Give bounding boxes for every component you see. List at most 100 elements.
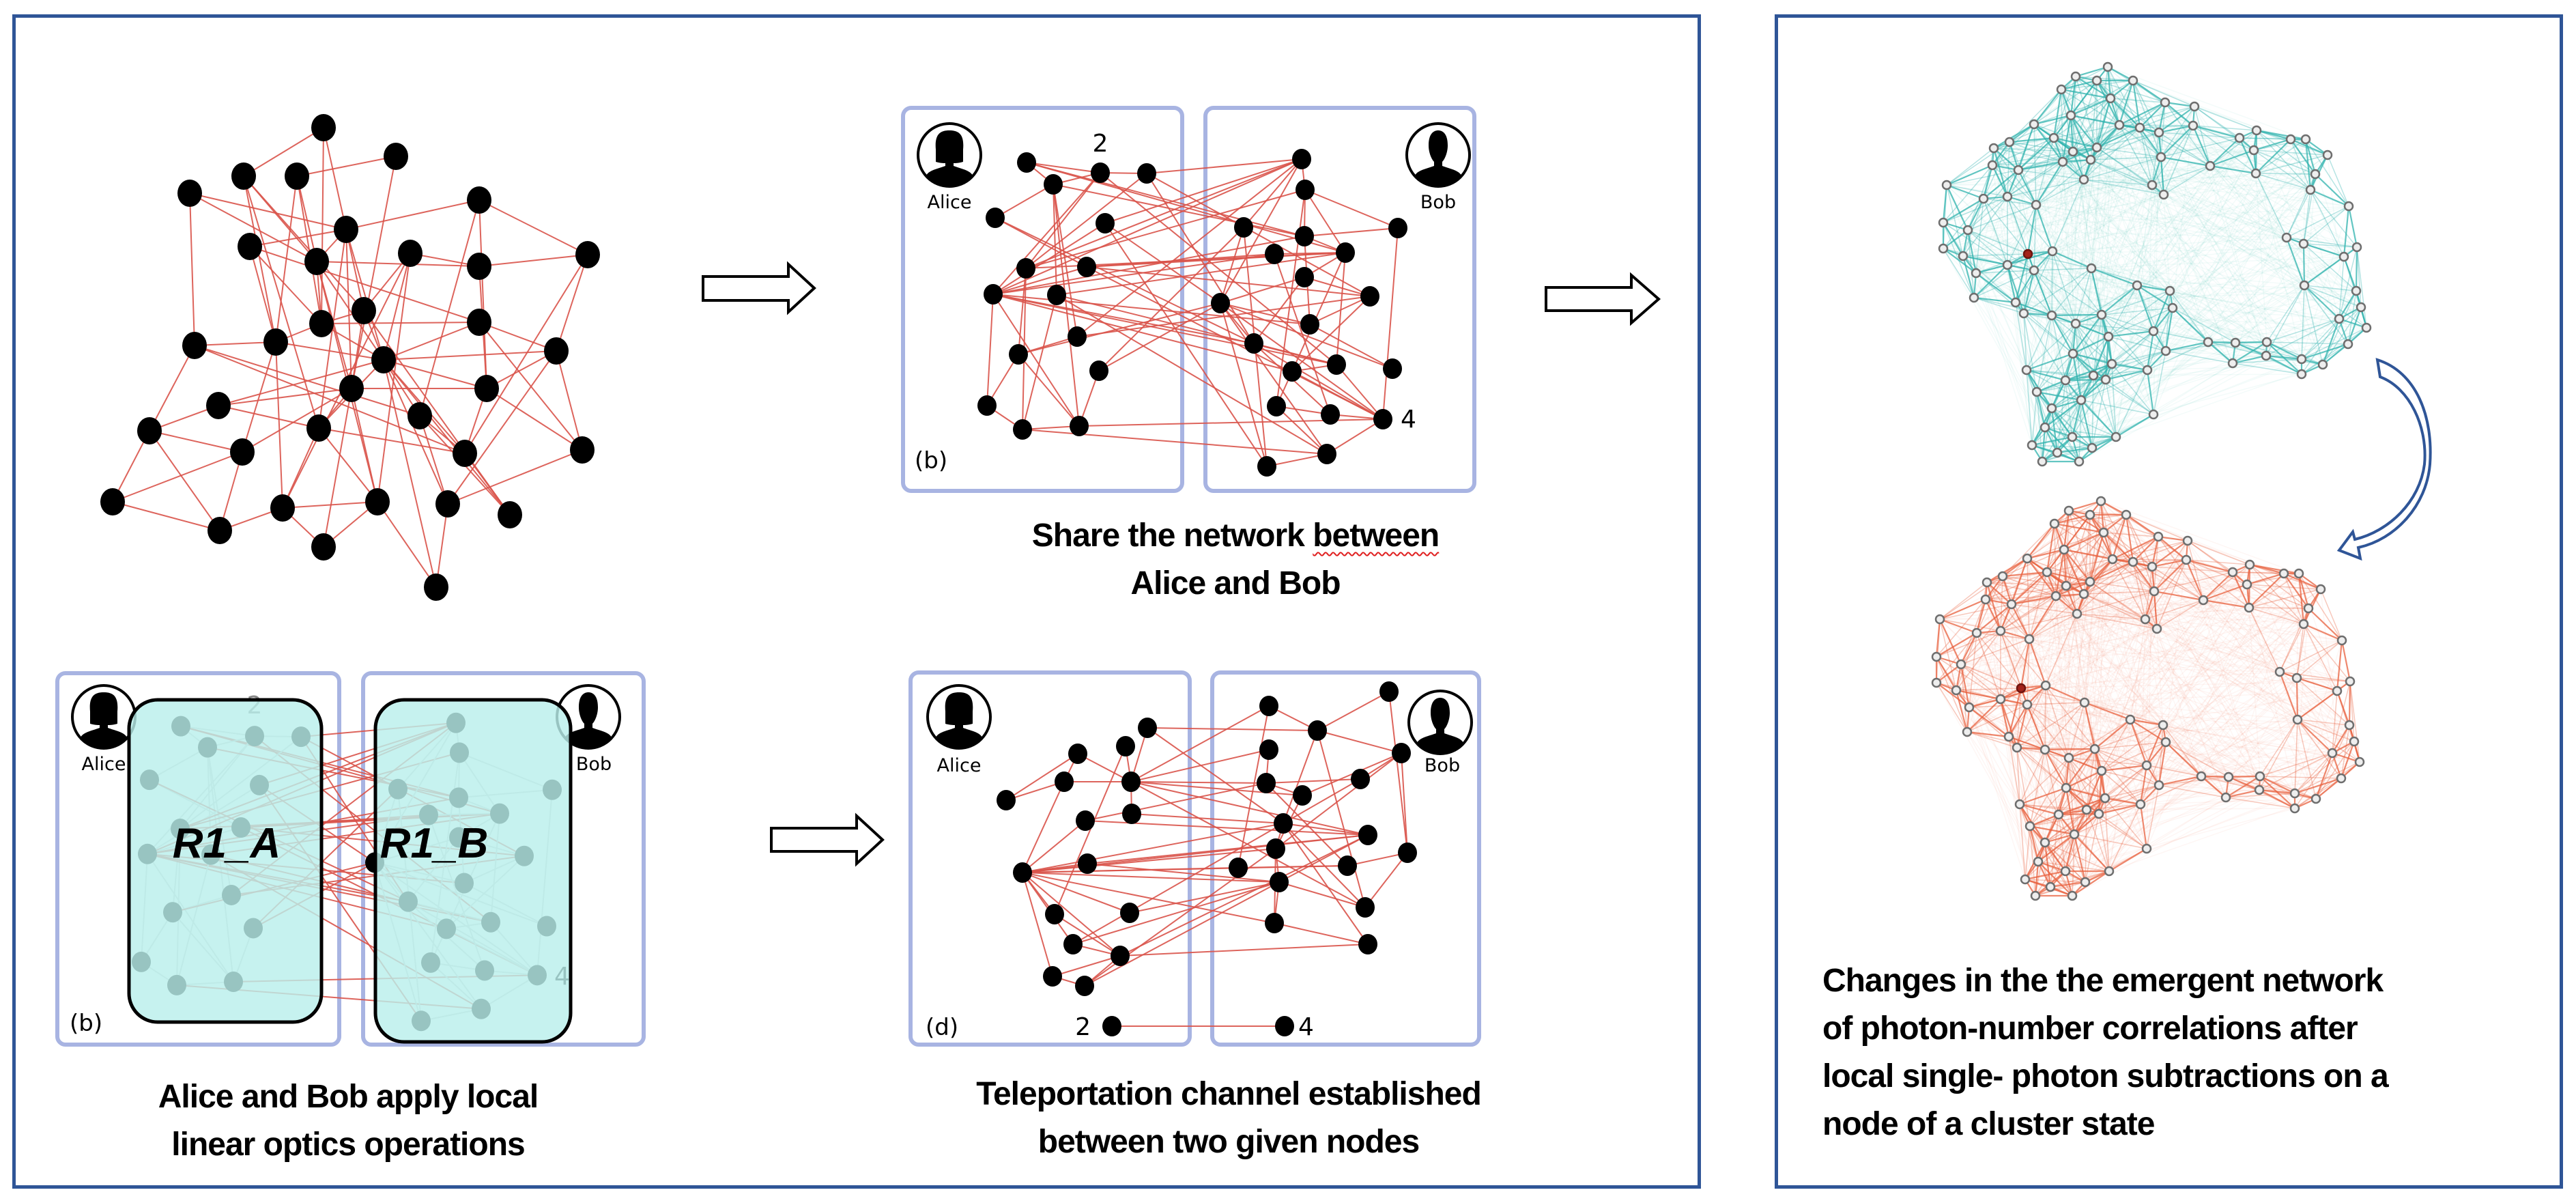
- network-node[interactable]: [1321, 404, 1340, 425]
- correlation-node[interactable]: [2181, 554, 2192, 565]
- network-node[interactable]: [231, 162, 256, 190]
- correlation-node[interactable]: [2140, 614, 2151, 625]
- network-node[interactable]: [1259, 739, 1278, 760]
- network-node[interactable]: [1373, 409, 1392, 429]
- correlation-node[interactable]: [2255, 771, 2265, 782]
- correlation-node[interactable]: [1981, 577, 1992, 588]
- subtracted-node[interactable]: [2022, 249, 2033, 259]
- network-node[interactable]: [1013, 862, 1032, 883]
- network-node[interactable]: [137, 417, 162, 444]
- correlation-node[interactable]: [2338, 251, 2349, 262]
- network-node[interactable]: [1120, 903, 1139, 923]
- network-node[interactable]: [570, 436, 595, 464]
- network-node[interactable]: [467, 309, 491, 336]
- correlation-node[interactable]: [2298, 619, 2309, 629]
- correlation-node[interactable]: [2114, 119, 2125, 130]
- correlation-node[interactable]: [2060, 866, 2071, 877]
- correlation-node[interactable]: [2086, 263, 2097, 274]
- correlation-node[interactable]: [2234, 132, 2245, 143]
- correlation-node[interactable]: [2059, 544, 2070, 555]
- network-node[interactable]: [1055, 772, 1074, 792]
- correlation-node[interactable]: [2148, 409, 2159, 420]
- subtracted-node[interactable]: [2016, 683, 2027, 694]
- correlation-node[interactable]: [2049, 518, 2060, 529]
- correlation-node[interactable]: [2076, 395, 2087, 406]
- network-node[interactable]: [1274, 813, 1293, 834]
- correlation-node[interactable]: [2029, 265, 2040, 276]
- correlation-node[interactable]: [2110, 431, 2121, 442]
- correlation-node[interactable]: [1997, 571, 2008, 582]
- network-node[interactable]: [365, 488, 390, 515]
- correlation-node[interactable]: [2061, 782, 2072, 793]
- correlation-node[interactable]: [2078, 174, 2089, 185]
- network-node[interactable]: [984, 284, 1003, 305]
- correlation-node[interactable]: [2261, 350, 2272, 361]
- network-node[interactable]: [1358, 825, 1377, 845]
- correlation-node[interactable]: [1958, 251, 1969, 261]
- correlation-node[interactable]: [2061, 580, 2072, 591]
- correlation-node[interactable]: [1971, 627, 1982, 638]
- correlation-node[interactable]: [2351, 285, 2362, 296]
- correlation-node[interactable]: [2020, 874, 2031, 885]
- correlation-node[interactable]: [2134, 122, 2145, 133]
- region-r1-a[interactable]: [127, 698, 324, 1024]
- network-node[interactable]: [1300, 314, 1319, 335]
- correlation-node[interactable]: [2003, 731, 2014, 742]
- network-node[interactable]: [1338, 855, 1357, 876]
- correlation-node[interactable]: [2220, 792, 2231, 803]
- network-node[interactable]: [575, 241, 600, 268]
- network-node[interactable]: [1327, 354, 1346, 375]
- network-node[interactable]: [1122, 804, 1141, 824]
- network-node[interactable]: [1259, 696, 1278, 716]
- network-node[interactable]: [306, 414, 331, 442]
- correlation-node[interactable]: [2102, 61, 2113, 72]
- correlation-node[interactable]: [2095, 496, 2106, 507]
- correlation-node[interactable]: [2315, 584, 2326, 595]
- network-node[interactable]: [435, 490, 460, 518]
- correlation-node[interactable]: [2014, 799, 2025, 810]
- correlation-node[interactable]: [2053, 809, 2064, 820]
- correlation-node[interactable]: [1964, 702, 1975, 713]
- correlation-node[interactable]: [2244, 602, 2255, 613]
- network-node[interactable]: [1229, 858, 1248, 878]
- correlation-node[interactable]: [2022, 699, 2033, 710]
- correlation-node[interactable]: [2351, 242, 2362, 253]
- network-node[interactable]: [1111, 946, 1130, 966]
- network-node[interactable]: [1138, 718, 1157, 738]
- correlation-node[interactable]: [2203, 337, 2214, 348]
- correlation-node[interactable]: [2087, 442, 2098, 453]
- correlation-node[interactable]: [2164, 285, 2175, 296]
- network-node[interactable]: [1078, 853, 1097, 874]
- network-node[interactable]: [1283, 361, 1302, 382]
- network-node[interactable]: [1392, 743, 1411, 763]
- correlation-node[interactable]: [2031, 199, 2042, 210]
- network-node[interactable]: [453, 440, 477, 467]
- correlation-node[interactable]: [2040, 837, 2050, 848]
- network-node[interactable]: [407, 402, 432, 429]
- correlation-node[interactable]: [2361, 322, 2372, 333]
- correlation-node[interactable]: [2013, 165, 2024, 175]
- correlation-node[interactable]: [2278, 568, 2289, 579]
- network-node[interactable]: [1267, 396, 1286, 416]
- correlation-node[interactable]: [2029, 119, 2040, 130]
- network-node[interactable]: [467, 253, 491, 280]
- network-node[interactable]: [1044, 174, 1063, 195]
- correlation-node[interactable]: [2078, 589, 2089, 599]
- network-node[interactable]: [1360, 286, 1379, 307]
- network-node[interactable]: [1244, 333, 1263, 354]
- correlation-node[interactable]: [2125, 714, 2136, 725]
- correlation-node[interactable]: [2096, 309, 2107, 320]
- correlation-node[interactable]: [2142, 365, 2153, 376]
- correlation-node[interactable]: [2289, 803, 2300, 814]
- network-node[interactable]: [238, 233, 262, 260]
- correlation-node[interactable]: [2300, 134, 2311, 145]
- network-node[interactable]: [1351, 769, 1370, 789]
- correlation-node[interactable]: [2024, 634, 2035, 645]
- correlation-node[interactable]: [2141, 843, 2152, 854]
- correlation-node[interactable]: [2027, 440, 2037, 451]
- network-node[interactable]: [177, 180, 202, 207]
- network-node[interactable]: [206, 392, 231, 419]
- correlation-node[interactable]: [2261, 337, 2272, 348]
- network-node[interactable]: [1211, 293, 1230, 313]
- network-node[interactable]: [100, 488, 125, 515]
